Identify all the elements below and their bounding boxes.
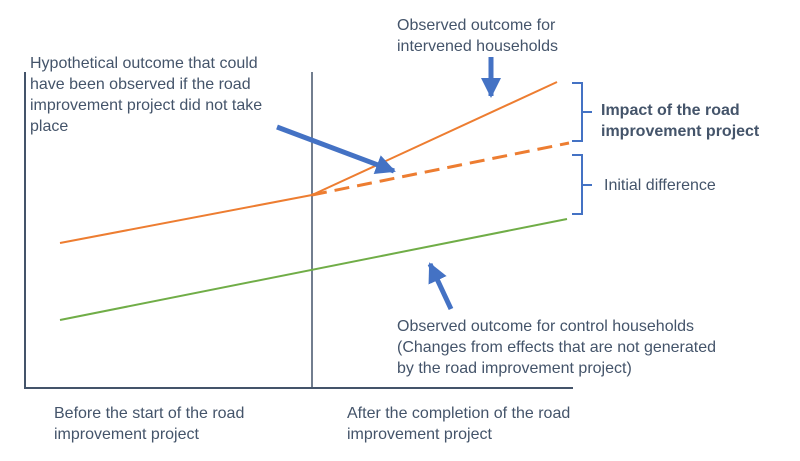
- impact-bracket: [572, 82, 592, 142]
- impact-label: Impact of the road improvement project: [601, 102, 760, 140]
- x-label-after: After the completion of the road improve…: [347, 405, 571, 443]
- hypothetical-arrow: [276, 124, 396, 175]
- treated-outcome-label: Observed outcome for intervened househol…: [397, 17, 559, 55]
- initial-difference-label: Initial difference: [604, 177, 716, 194]
- initial-difference-bracket: [572, 154, 592, 215]
- x-label-before: Before the start of the road improvement…: [54, 405, 245, 443]
- treated-line-before: [59, 194, 313, 244]
- hypothetical-outcome-label: Hypothetical outcome that could have bee…: [30, 55, 263, 135]
- treated-line-after: [311, 81, 558, 196]
- control-outcome-label: Observed outcome for control households …: [397, 318, 717, 377]
- control-line: [59, 218, 568, 321]
- control-arrow: [427, 262, 454, 311]
- counterfactual-line: [311, 141, 570, 197]
